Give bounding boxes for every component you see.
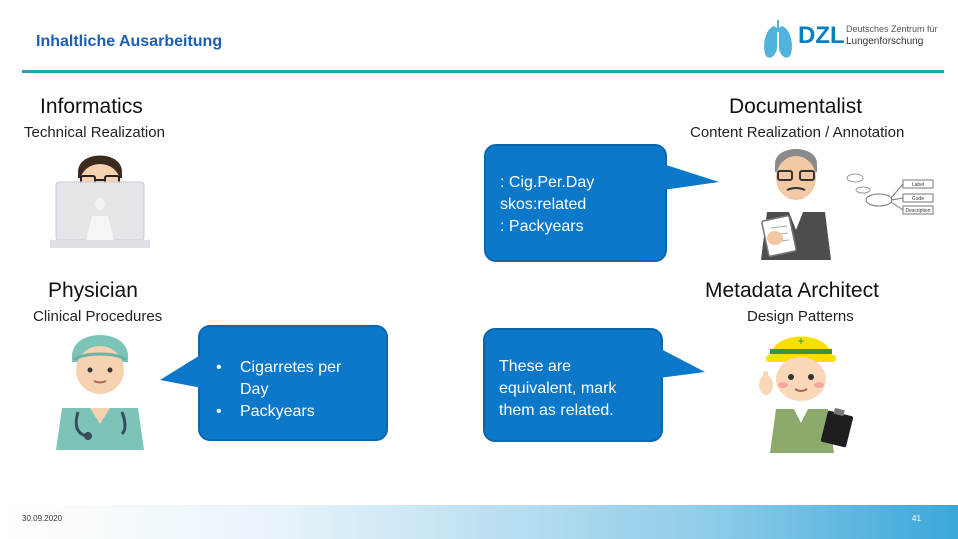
physician-bullet-list: Cigarretes per Day Packyears: [214, 357, 378, 423]
physician-person-icon: [56, 335, 144, 450]
bubble-line: them as related.: [499, 402, 614, 419]
documentalist-title: Documentalist: [729, 95, 863, 118]
diagram-label: Code: [912, 196, 924, 202]
bubble-line: equivalent, mark: [499, 380, 617, 397]
page-number: 41: [912, 514, 921, 523]
logo-wordmark: DZL: [798, 22, 845, 49]
physician-speech-bubble: Cigarretes per Day Packyears: [198, 325, 388, 441]
metadata-architect-subtitle: Design Patterns: [747, 308, 854, 325]
logo-line-1: Deutsches Zentrum für: [846, 24, 938, 34]
documentalist-subtitle: Content Realization / Annotation: [690, 124, 905, 141]
speech-tail-icon: [663, 164, 719, 190]
lung-logo-icon: [764, 20, 792, 58]
architect-speech-bubble: These are equivalent, mark them as relat…: [483, 328, 663, 442]
speech-tail-icon: [160, 354, 202, 388]
annotation-diagram-icon: Label Code Description: [846, 173, 934, 215]
metadata-architect-title: Metadata Architect: [705, 279, 879, 302]
header-divider: [22, 70, 944, 73]
physician-title: Physician: [48, 279, 138, 302]
bullet-item: Cigarretes per Day: [214, 357, 364, 401]
dzl-logo: DZL Deutsches Zentrum für Lungenforschun…: [760, 18, 938, 62]
documentalist-speech-bubble: : Cig.Per.Day skos:related : Packyears: [484, 144, 667, 262]
speech-tail-icon: [659, 348, 705, 378]
bubble-line: : Cig.Per.Day: [500, 174, 595, 191]
informatics-subtitle: Technical Realization: [24, 124, 165, 141]
logo-line-2: Lungenforschung: [846, 36, 924, 47]
bubble-line: These are: [499, 358, 572, 375]
footer-bar: [0, 505, 958, 539]
diagram-label: Label: [912, 182, 924, 188]
bubble-line: : Packyears: [500, 218, 584, 235]
footer-date: 30.09.2020: [22, 514, 63, 523]
documentalist-person-icon: [761, 149, 831, 260]
informatics-title: Informatics: [40, 95, 143, 118]
physician-subtitle: Clinical Procedures: [33, 308, 163, 325]
slide-header-title: Inhaltliche Ausarbeitung: [36, 33, 223, 50]
bubble-line: skos:related: [500, 196, 587, 213]
svg-text:+: +: [797, 334, 804, 348]
bullet-item: Packyears: [214, 401, 378, 423]
diagram-label: Description: [905, 208, 930, 214]
informatics-person-icon: [50, 155, 150, 248]
architect-person-icon: +: [759, 334, 854, 453]
